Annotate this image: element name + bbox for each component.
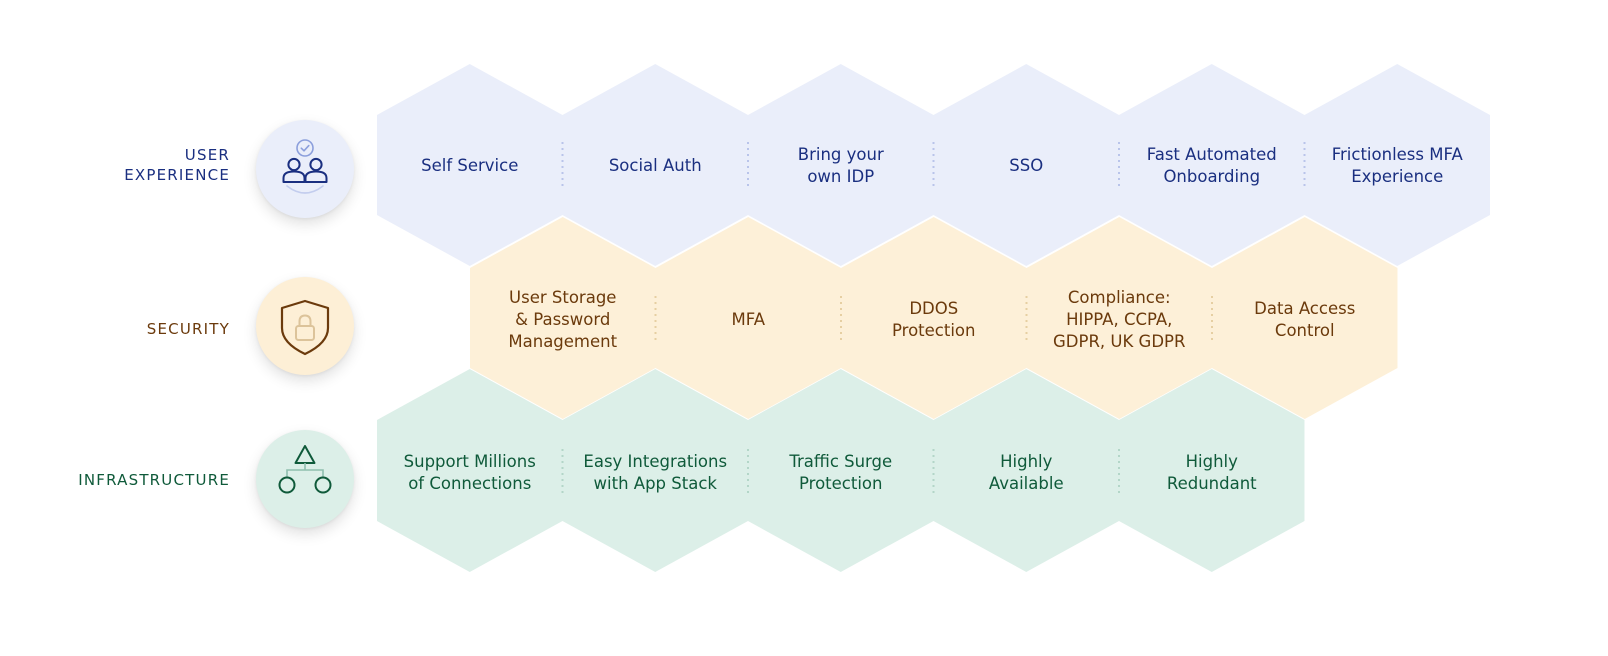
user-experience-icon-circle	[256, 120, 354, 218]
hex-infrastructure-1	[562, 369, 748, 572]
security-icon-circle	[256, 277, 354, 375]
hex-infrastructure-4	[1119, 369, 1305, 572]
hex-label-infrastructure: Traffic Surge Protection	[789, 452, 893, 493]
hex-row-infrastructure	[377, 369, 1305, 572]
hex-label-infrastructure: Easy Integrations with App Stack	[583, 452, 728, 493]
hex-security-2	[841, 217, 1027, 419]
hex-row-user-experience	[377, 64, 1490, 266]
hex-label-security: MFA	[731, 310, 766, 329]
hex-user-experience-3	[933, 64, 1119, 266]
row-label-infrastructure: INFRASTRUCTURE	[78, 471, 230, 489]
hex-user-experience-1	[562, 64, 748, 266]
hex-label-user-experience: Fast Automated Onboarding	[1146, 145, 1277, 186]
hex-security-0	[470, 217, 656, 419]
hex-label-user-experience: Frictionless MFA Experience	[1331, 145, 1463, 186]
hex-label-user-experience: SSO	[1009, 156, 1044, 175]
hex-user-experience-0	[377, 64, 563, 266]
row-label-security: SECURITY	[146, 320, 230, 338]
shield-lock-icon	[280, 299, 330, 356]
hex-user-experience-2	[748, 64, 934, 266]
hex-infrastructure-0	[377, 369, 563, 572]
row-label-user-experience: USER EXPERIENCE	[124, 146, 230, 184]
hex-label-infrastructure: Highly Redundant	[1166, 452, 1257, 493]
hex-user-experience-4	[1119, 64, 1305, 266]
hex-security-4	[1212, 217, 1398, 419]
hex-security-3	[1026, 217, 1212, 419]
hex-label-user-experience: Bring your own IDP	[797, 145, 884, 186]
infrastructure-icon-circle	[256, 430, 354, 528]
hex-label-security: Data Access Control	[1254, 299, 1356, 340]
hex-label-security: Compliance: HIPPA, CCPA, GDPR, UK GDPR	[1053, 288, 1186, 351]
users-check-icon	[282, 139, 328, 194]
hex-label-security: User Storage & Password Management	[508, 288, 618, 351]
hex-label-user-experience: Social Auth	[608, 156, 702, 175]
hex-infrastructure-3	[933, 369, 1119, 572]
hex-label-security: DDOS Protection	[892, 299, 976, 340]
network-nodes-icon	[278, 445, 332, 494]
hex-security-1	[655, 217, 841, 419]
hex-label-user-experience: Self Service	[421, 156, 519, 175]
hex-user-experience-5	[1304, 64, 1490, 266]
hex-row-security	[470, 217, 1398, 419]
hex-label-infrastructure: Support Millions of Connections	[403, 452, 536, 493]
hex-label-infrastructure: Highly Available	[988, 452, 1064, 493]
hex-infrastructure-2	[748, 369, 934, 572]
